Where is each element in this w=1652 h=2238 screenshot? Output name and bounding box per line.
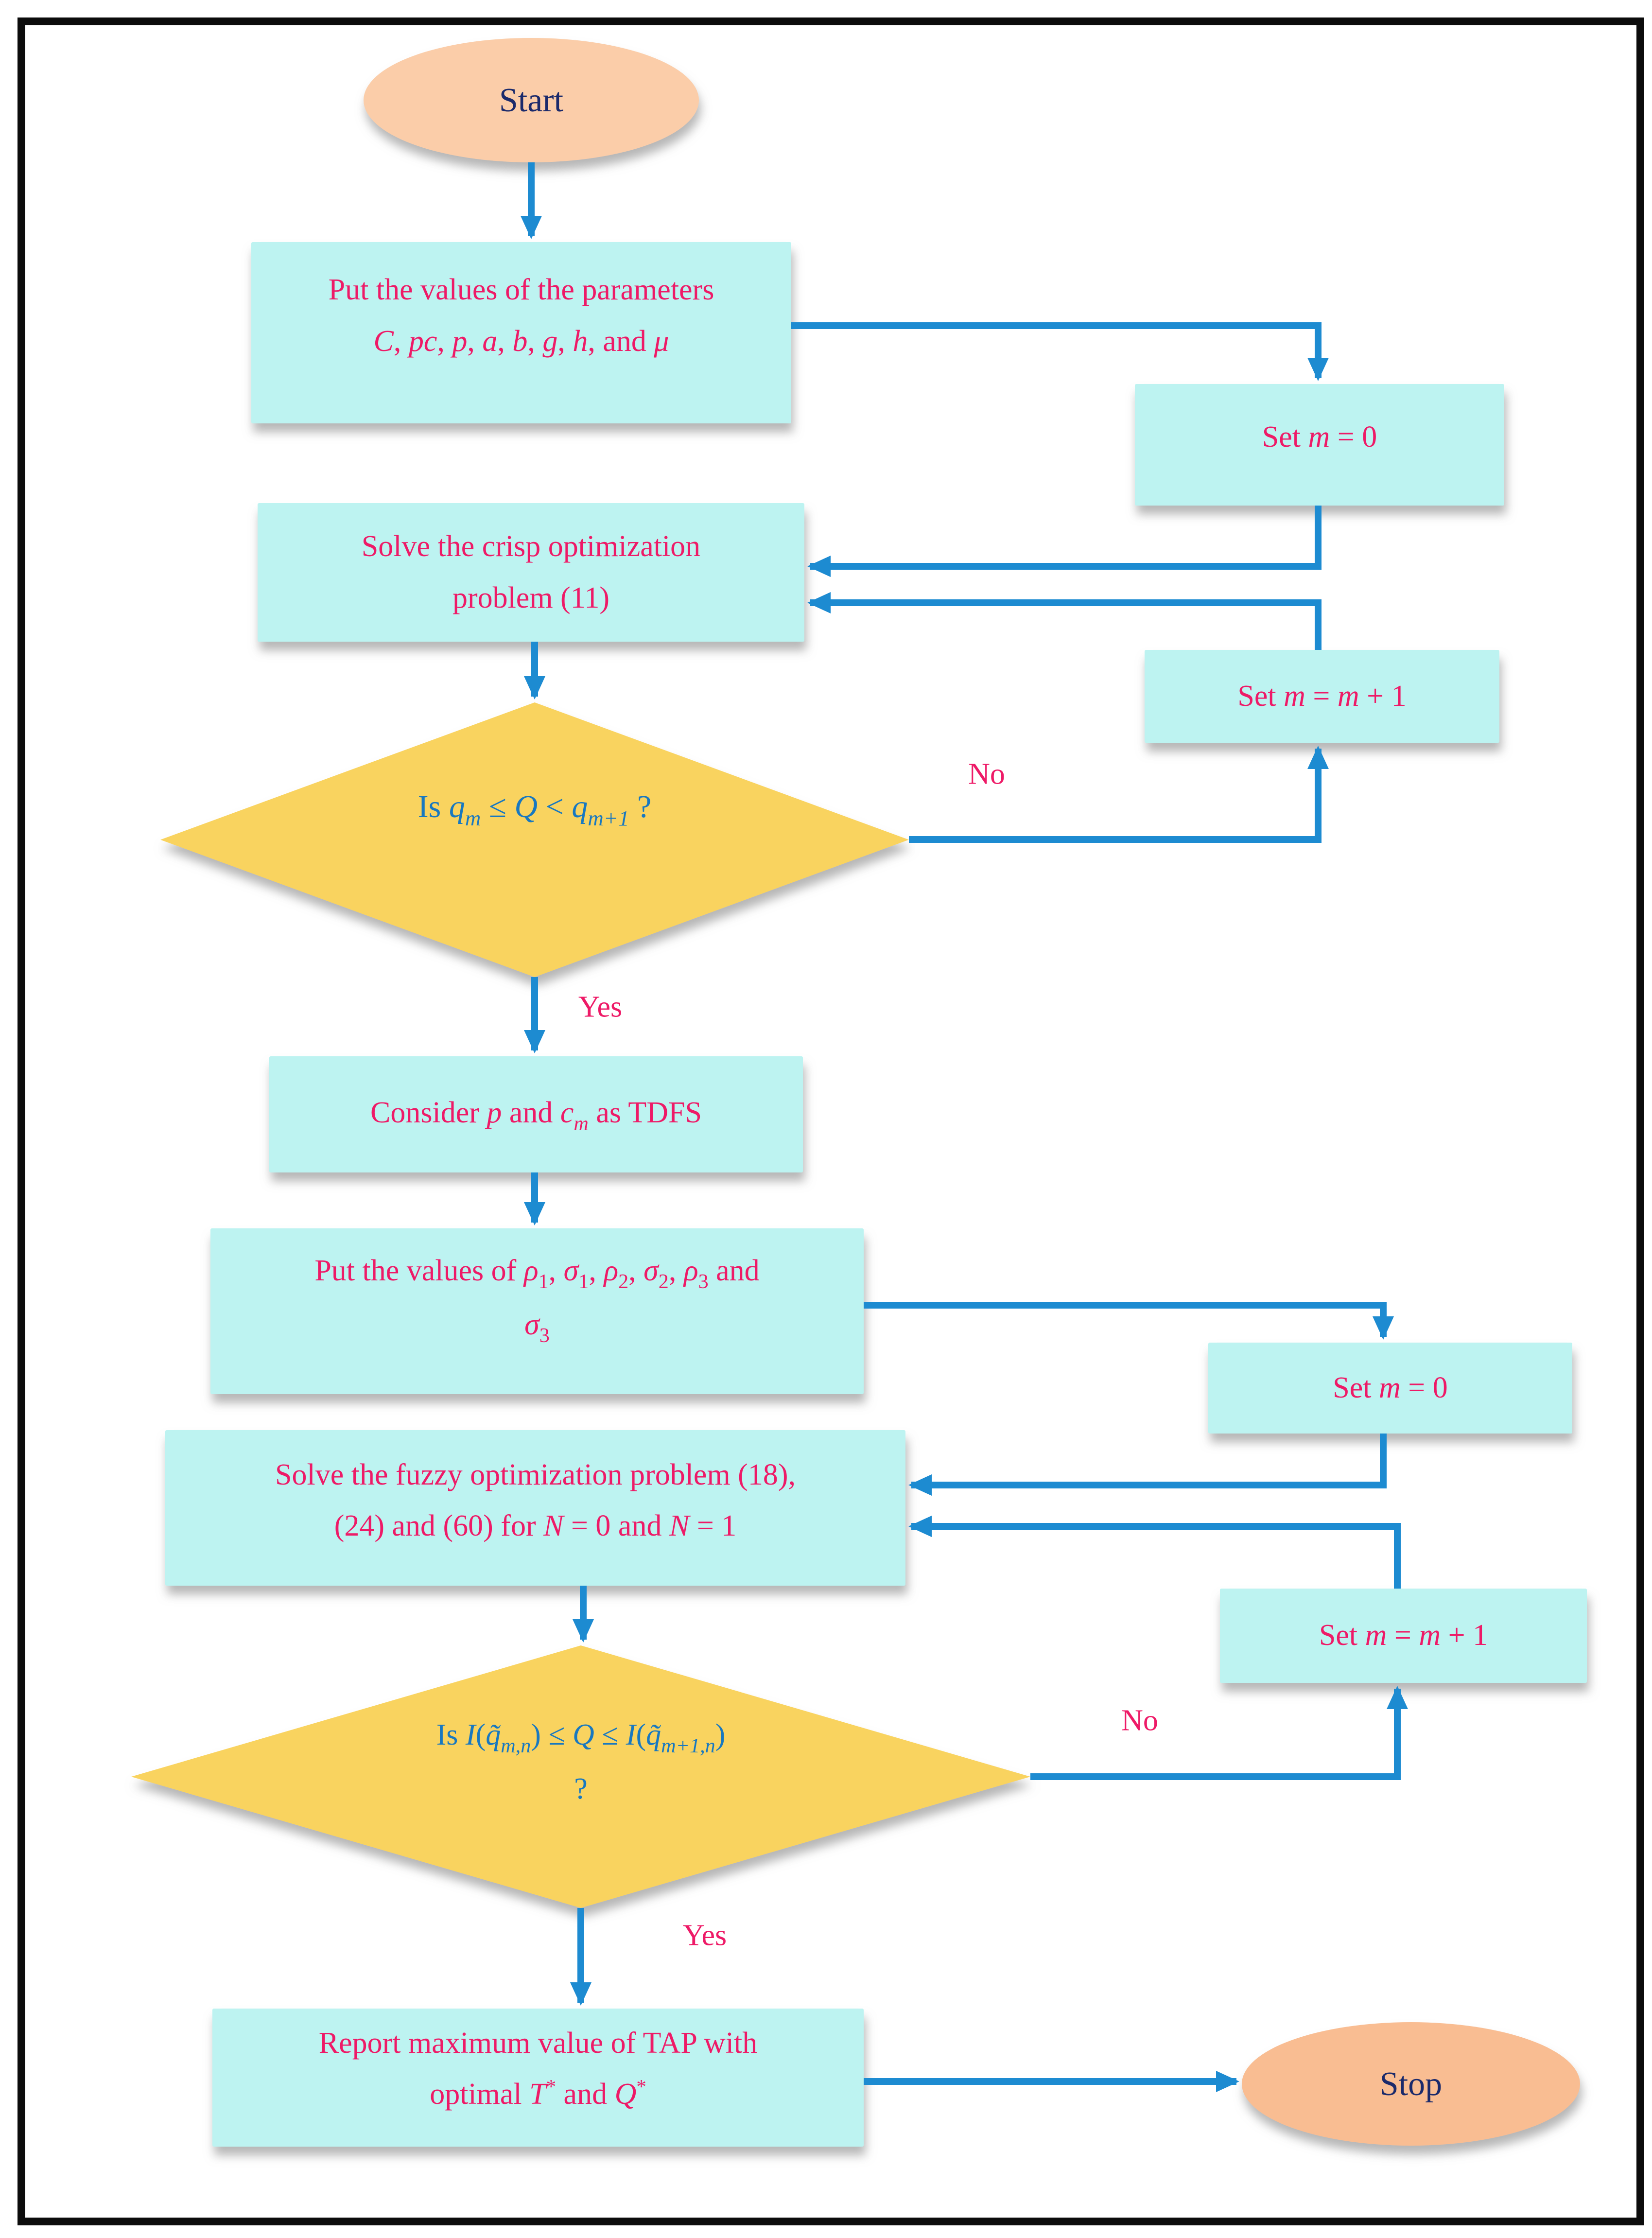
figure-border [17, 17, 1644, 2225]
